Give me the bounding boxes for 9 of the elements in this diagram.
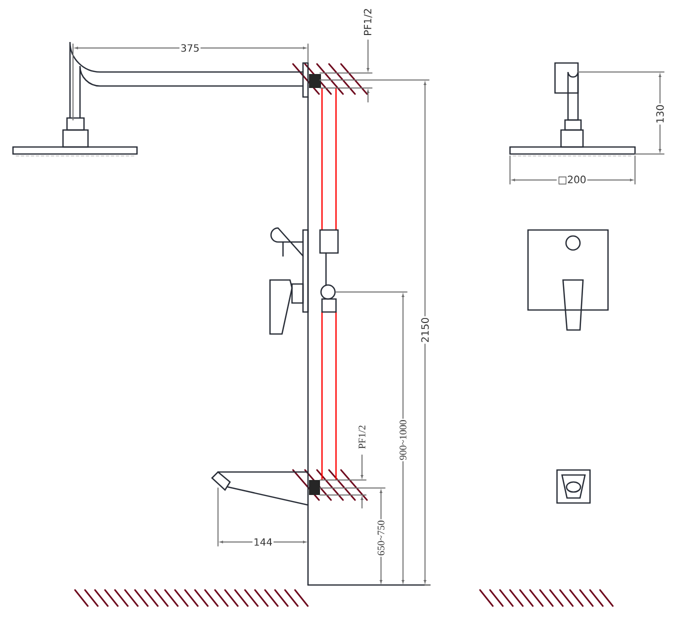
dimension-label: 130 [655, 103, 665, 125]
dimension-label: □200 [556, 174, 588, 186]
dimension-label: PF1/2 [358, 424, 366, 450]
dimension-label: 2150 [420, 316, 430, 344]
dimension-label: 375 [179, 43, 201, 53]
dimension-label: PF1/2 [362, 7, 374, 37]
dimension-label: 900~1000 [398, 418, 408, 462]
dimension-label: 144 [252, 537, 274, 547]
dimension-label: 650~750 [376, 519, 386, 557]
